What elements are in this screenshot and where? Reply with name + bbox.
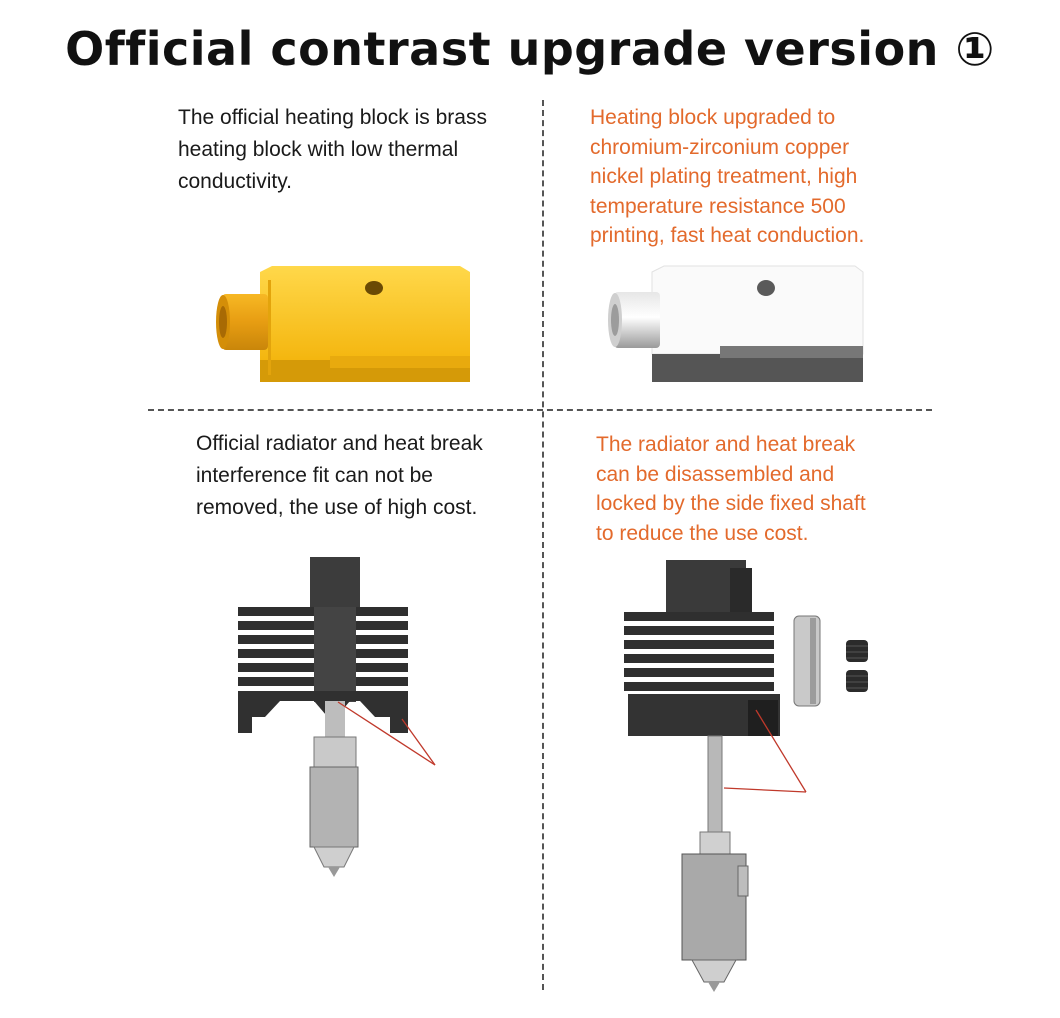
vertical-divider <box>542 100 544 990</box>
upgraded-radiator-text: The radiator and heat break can be disas… <box>596 433 866 545</box>
nickel-heating-block-icon <box>608 265 864 382</box>
official-heating-block-text: The official heating block is brass heat… <box>178 106 487 193</box>
upgraded-hotend-icon <box>624 560 868 992</box>
official-hotend-icon <box>238 557 436 877</box>
brass-heating-block-icon <box>216 266 470 382</box>
horizontal-divider <box>148 409 932 411</box>
upgraded-heating-block-text: Heating block upgraded to chromium-zirco… <box>590 106 865 247</box>
official-radiator-text: Official radiator and heat break interfe… <box>196 432 483 519</box>
page-title: Official contrast upgrade version ① <box>65 22 995 76</box>
